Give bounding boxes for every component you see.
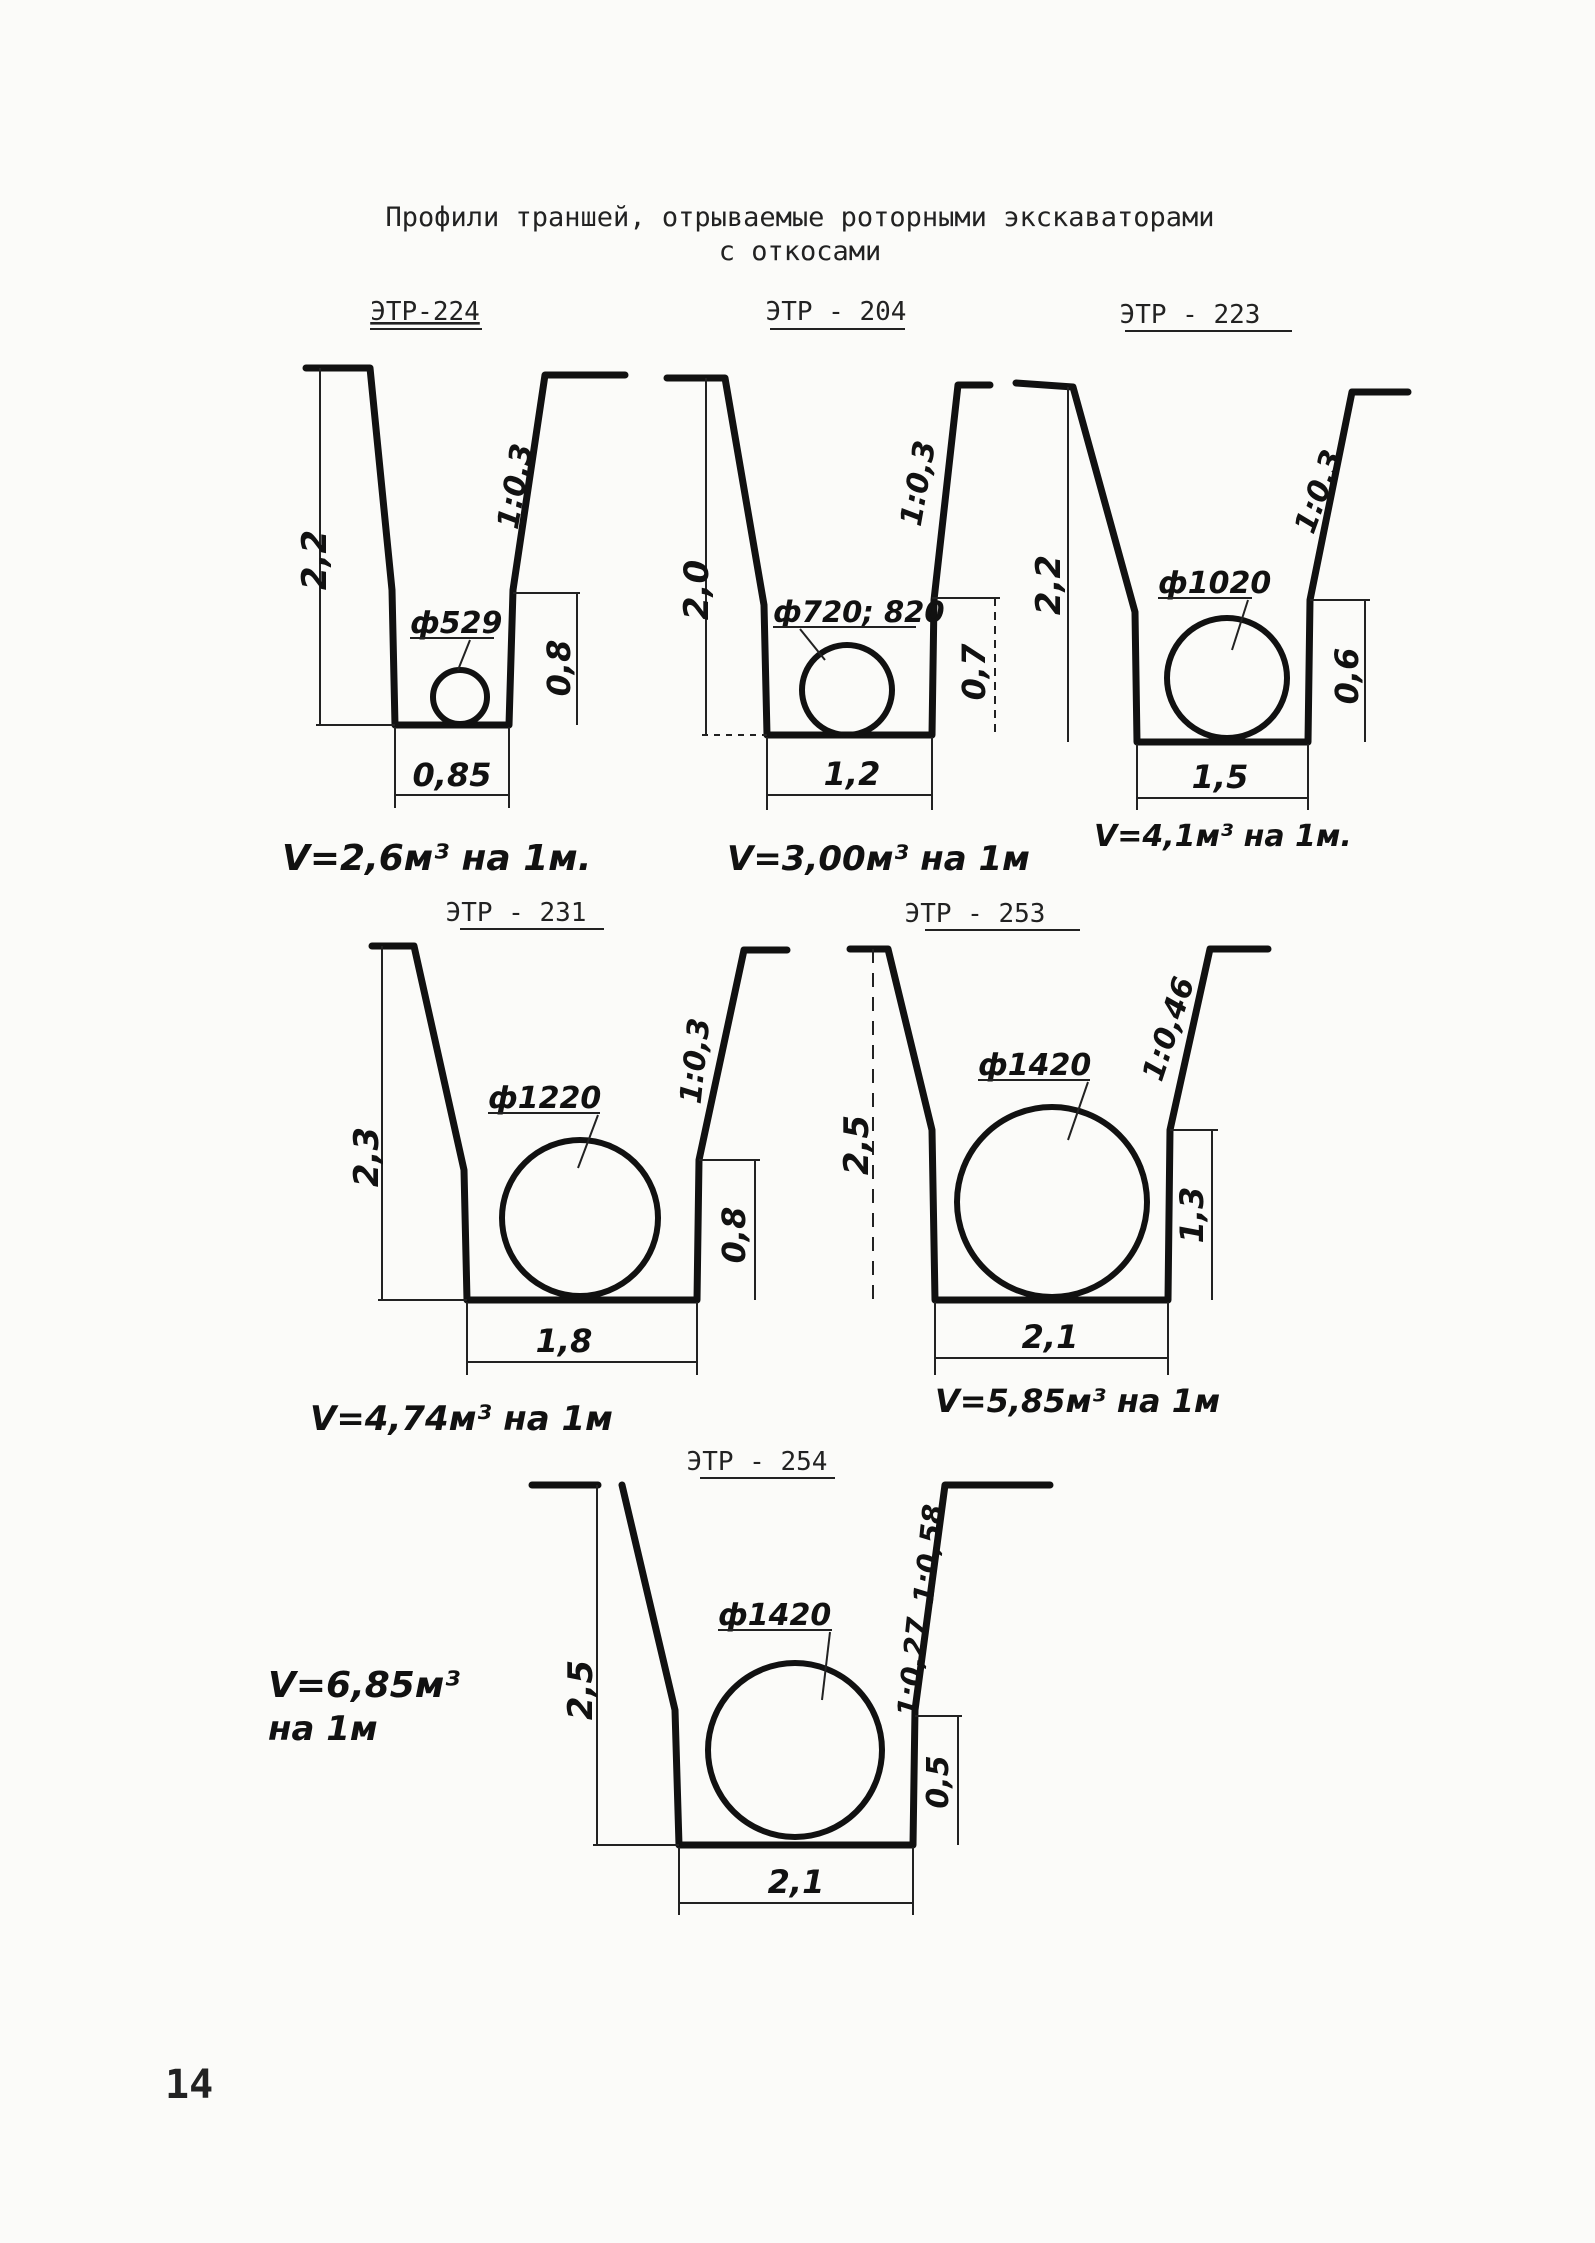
fill-height-label: 0,8 bbox=[540, 640, 578, 697]
bottom-width-label: 2,1 bbox=[768, 1863, 825, 1901]
volume-label: V=3,00м³ на 1м bbox=[727, 839, 1030, 879]
bottom-width-label: 1,8 bbox=[536, 1322, 593, 1360]
trench-outline bbox=[846, 945, 1272, 1304]
volume-label: V=2,6м³ на 1м. bbox=[282, 838, 591, 879]
profile-title: ЭТР-224 bbox=[370, 297, 480, 327]
fill-height-label: 0,6 bbox=[1328, 648, 1366, 705]
fill-height-label: 0,5 bbox=[921, 1755, 956, 1808]
slope-label: 1:0,3 bbox=[491, 441, 540, 532]
volume-label-line-1: V=6,85м³ bbox=[268, 1665, 460, 1706]
slope-label: 1:0,3 bbox=[894, 438, 943, 529]
depth-label: 2,3 bbox=[347, 1127, 387, 1187]
bottom-width-label: 1,2 bbox=[824, 755, 881, 793]
slope-label: 1:0,3 bbox=[1288, 445, 1350, 538]
title-line-2: с откосами bbox=[719, 236, 882, 267]
fill-height-label: 1,3 bbox=[1173, 1187, 1211, 1244]
profile-etr-204: ЭТР - 204 2,0 1:0,3 ф720; 820 0,7 1,2 V=… bbox=[663, 297, 1030, 879]
depth-label: 2,5 bbox=[837, 1115, 877, 1175]
volume-label-line-2: на 1м bbox=[268, 1709, 378, 1749]
page-number: 14 bbox=[165, 2062, 213, 2108]
profile-title: ЭТР - 253 bbox=[905, 899, 1046, 929]
profile-etr-223: ЭТР - 223 2,2 1:0,3 ф1020 0,6 1,5 V=4,1м… bbox=[1012, 300, 1412, 854]
pipe-diameter-label: ф720; 820 bbox=[773, 595, 945, 629]
profile-title: ЭТР - 254 bbox=[687, 1447, 828, 1477]
profile-etr-254: ЭТР - 254 2,5 1:0,58 1:0,27 ф1420 0,5 2,… bbox=[268, 1447, 1054, 1915]
trench-outline bbox=[1012, 379, 1412, 746]
profile-title: ЭТР - 204 bbox=[766, 297, 907, 327]
slope-label-lower: 1:0,27 bbox=[891, 1615, 934, 1718]
bottom-width-label: 1,5 bbox=[1192, 758, 1249, 796]
depth-label: 2,5 bbox=[561, 1660, 601, 1720]
bottom-width-label: 2,1 bbox=[1022, 1318, 1079, 1356]
profile-title: ЭТР - 223 bbox=[1120, 300, 1261, 330]
pipe-diameter-label: ф1420 bbox=[978, 1048, 1091, 1083]
profile-etr-253: ЭТР - 253 2,5 1:0,46 ф1420 1,3 2,1 V=5,8… bbox=[837, 899, 1272, 1420]
volume-label: V=5,85м³ на 1м bbox=[935, 1382, 1220, 1420]
fill-height-label: 0,8 bbox=[715, 1207, 753, 1264]
pipe-diameter-label: ф1020 bbox=[1158, 566, 1271, 601]
trench-outline bbox=[618, 1481, 1054, 1849]
pipe bbox=[1164, 615, 1290, 741]
pipe bbox=[799, 642, 895, 738]
profile-etr-224: ЭТР-224 2,2 1:0,3 ф529 0,8 0,85 V=2,6м³ … bbox=[282, 297, 629, 879]
volume-label: V=4,74м³ на 1м bbox=[310, 1399, 613, 1439]
pipe bbox=[954, 1104, 1150, 1300]
slope-label-upper: 1:0,58 bbox=[907, 1503, 950, 1606]
pipe bbox=[430, 667, 490, 727]
depth-label: 2,2 bbox=[295, 530, 335, 590]
pipe-diameter-label: ф1420 bbox=[718, 1598, 831, 1633]
pipe-diameter-label: ф1220 bbox=[488, 1081, 601, 1116]
trench-outline bbox=[368, 942, 791, 1304]
depth-label: 2,2 bbox=[1029, 555, 1069, 615]
pipe bbox=[705, 1660, 885, 1840]
fill-height-label: 0,7 bbox=[955, 643, 993, 700]
bottom-width-label: 0,85 bbox=[413, 756, 492, 794]
pipe-diameter-label: ф529 bbox=[410, 606, 502, 641]
profile-title: ЭТР - 231 bbox=[446, 898, 587, 928]
pipe bbox=[499, 1137, 661, 1299]
title-line-1: Профили траншей, отрываемые роторными эк… bbox=[385, 202, 1214, 233]
trench-outline bbox=[663, 374, 994, 739]
volume-label: V=4,1м³ на 1м. bbox=[1094, 819, 1352, 854]
depth-label: 2,0 bbox=[677, 560, 717, 620]
profile-etr-231: ЭТР - 231 2,3 1:0,3 ф1220 0,8 1,8 V=4,74… bbox=[310, 898, 791, 1439]
